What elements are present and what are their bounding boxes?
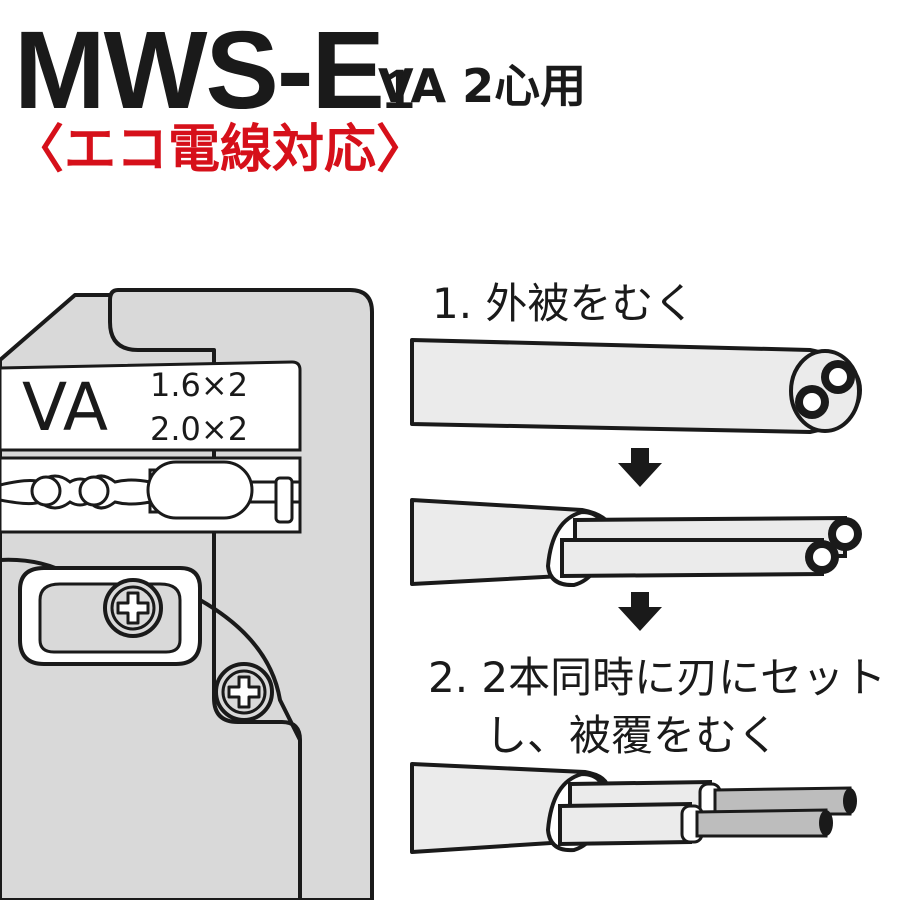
step-2-caption-line2: し、被覆をむく [485,711,780,760]
spec-label: VA 2心用 [378,59,587,113]
tool-size-1: 1.6×2 [150,366,248,404]
model-name: MWS-E [14,9,385,132]
tool-front-lever [108,288,374,900]
blade-hole-small-2 [78,475,110,507]
blade-hole-small-1 [30,475,62,507]
tool-label-window [0,360,302,452]
blade-hole-oval [146,460,254,520]
down-arrow-icon [618,592,662,631]
eco-wire-label: 〈エコ電線対応〉 [12,120,429,180]
wire-stripper-tool: VA 1.6×2 2.0×2 [0,288,374,900]
model-suffix: 1 [382,57,414,120]
down-arrow-icon [618,448,662,487]
blade-slot-right [274,476,294,524]
cable-insulation-stripped [410,762,857,854]
phillips-screw-icon [214,662,274,722]
cable-intact [410,338,862,434]
tool-size-2: 2.0×2 [150,410,248,448]
cable-sheath-stripped [410,498,862,588]
step-2-caption-line1: 2. 2本同時に刃にセット [428,653,887,702]
model-title: MWS-E1 [14,16,414,144]
step-1-caption: 1. 外被をむく [432,279,696,328]
phillips-screw-icon [103,578,163,638]
tool-blade-label: VA [22,369,108,446]
